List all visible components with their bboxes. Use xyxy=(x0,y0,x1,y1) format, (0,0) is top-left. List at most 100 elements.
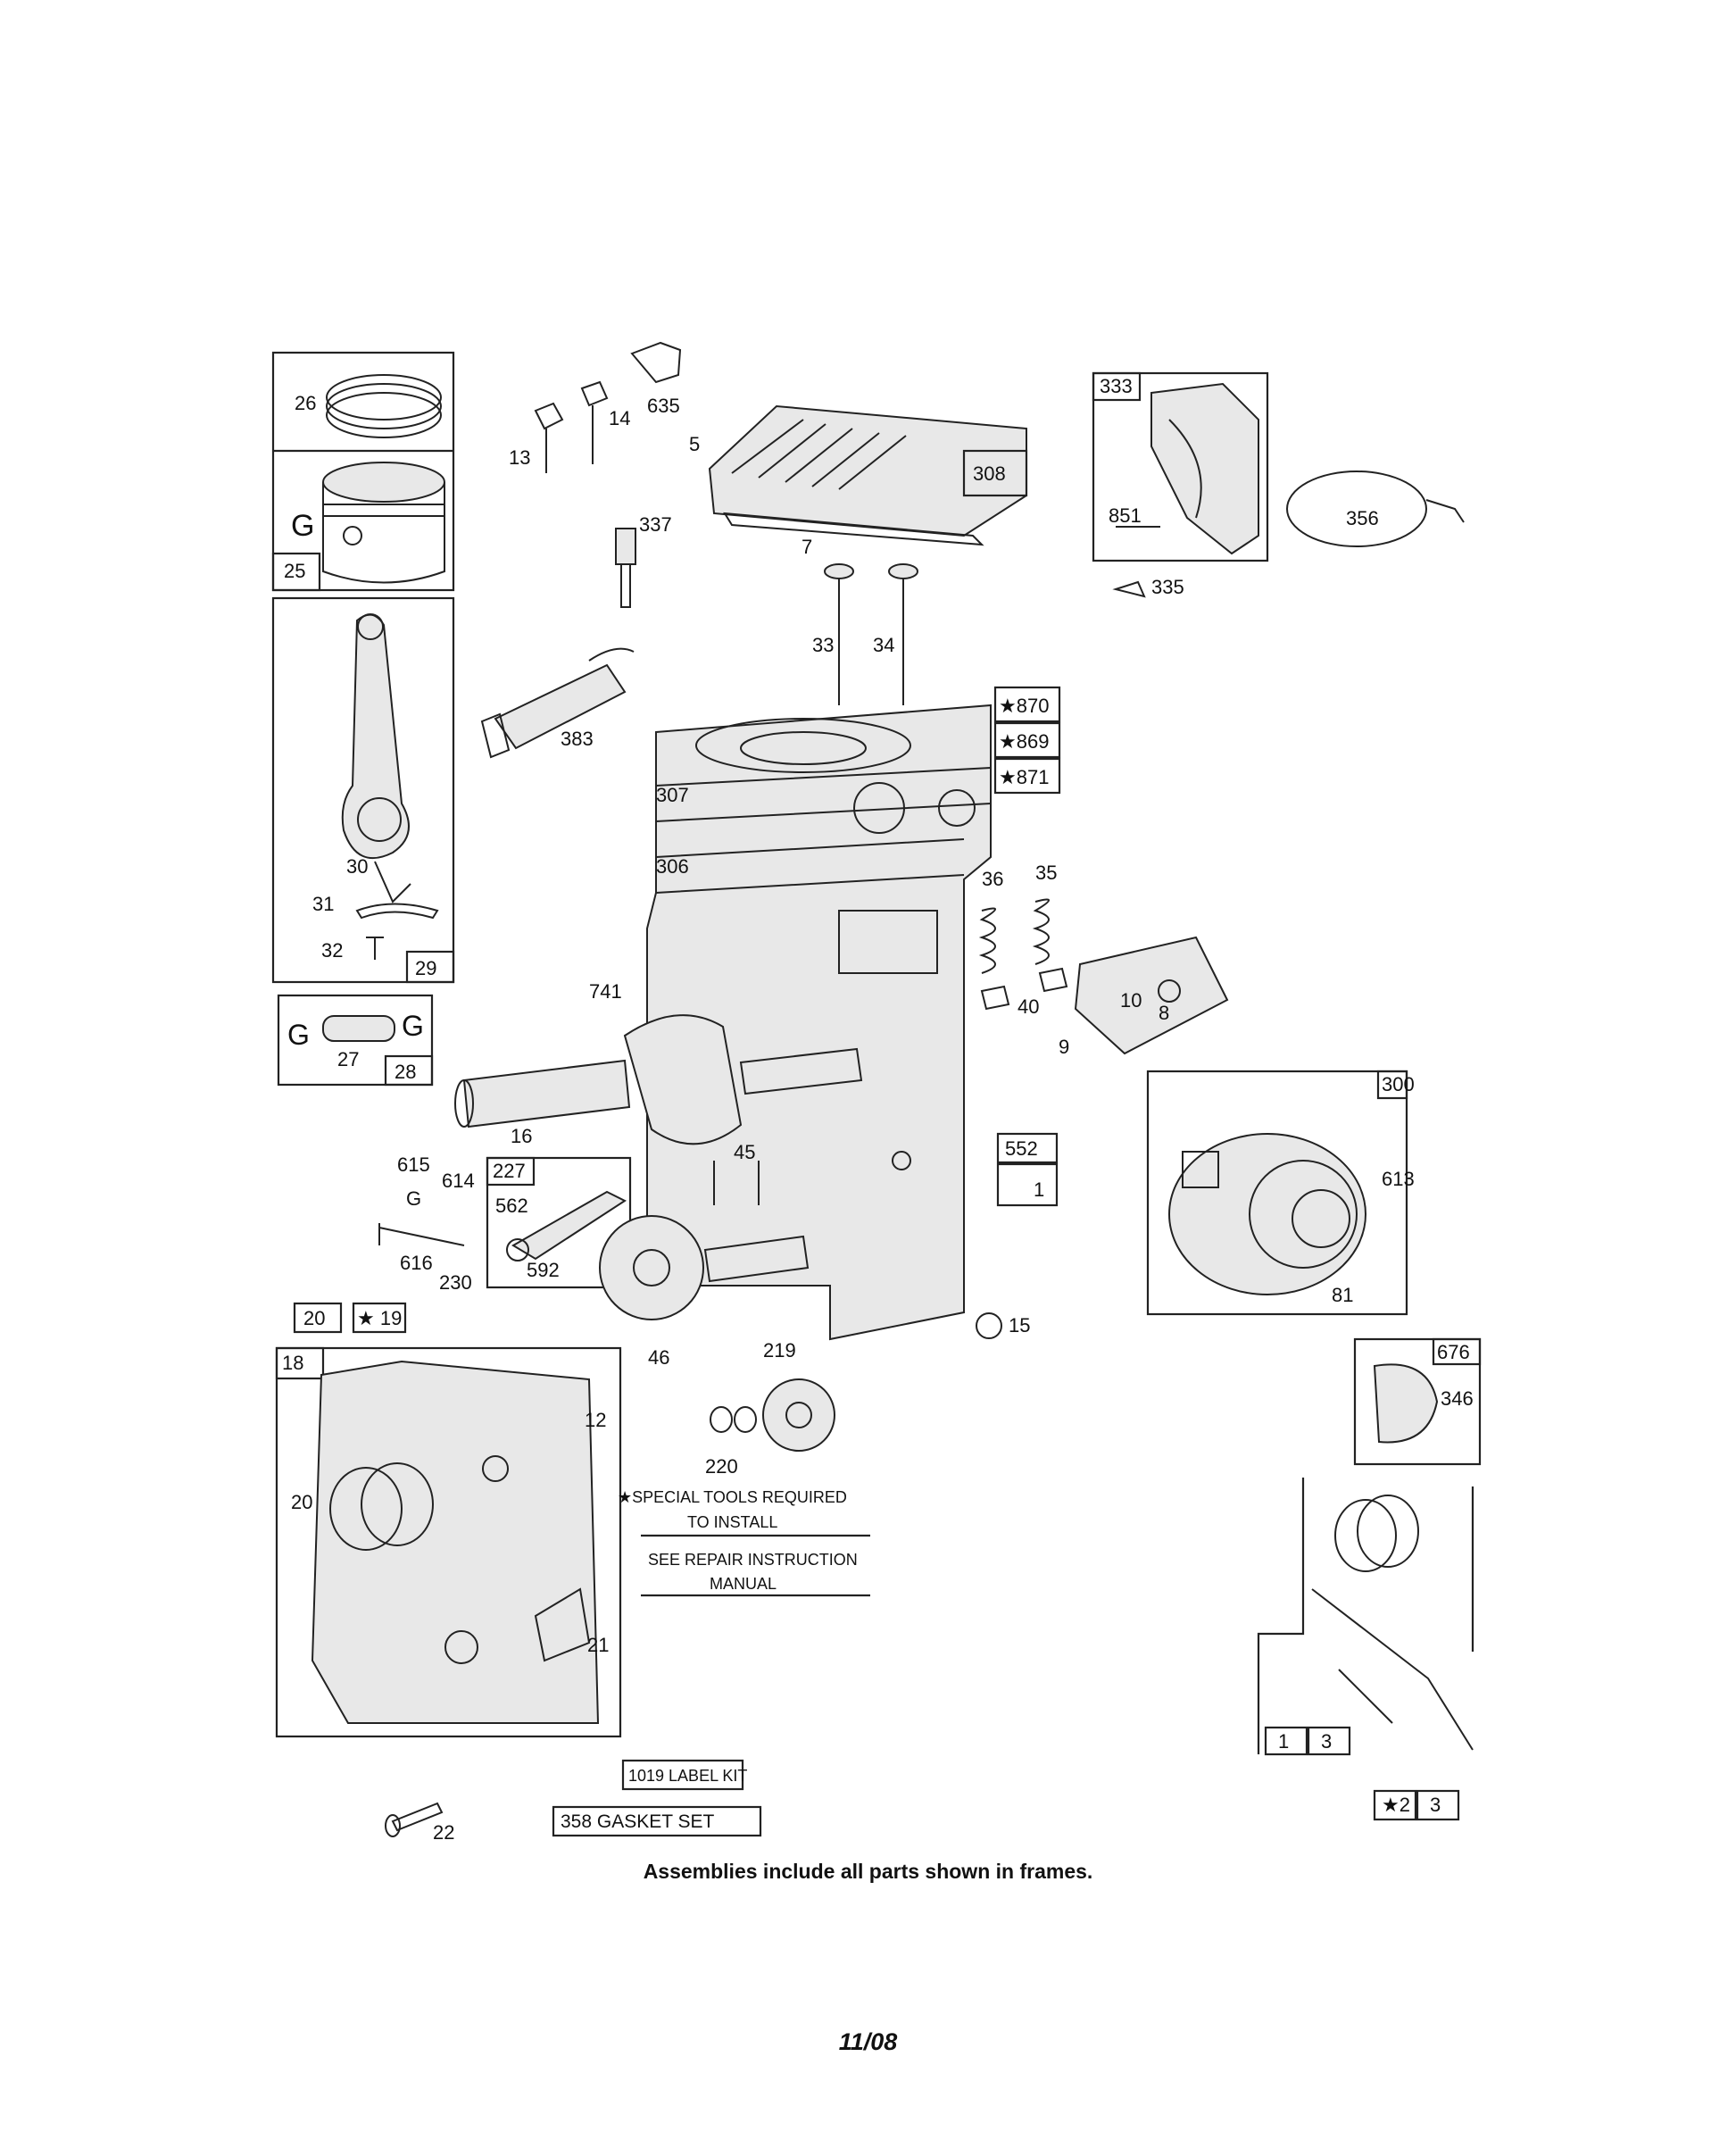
piston-pin-frame: G G 27 28 xyxy=(277,994,434,1087)
part-label-32: 32 xyxy=(321,939,343,962)
part-label-3-kit: 3 xyxy=(1430,1794,1441,1816)
piston-assembly-frame: 26 25 G xyxy=(271,351,455,592)
retainer-clip-right: G xyxy=(402,1010,424,1042)
part-label-46: 46 xyxy=(648,1346,669,1369)
part-label-20-box: 20 xyxy=(303,1307,325,1329)
part-label-333: 333 xyxy=(1100,375,1133,397)
part-label-34: 34 xyxy=(873,634,894,656)
part-label-30: 30 xyxy=(346,855,368,878)
part-label-5: 5 xyxy=(689,433,700,455)
clip-615: G xyxy=(406,1187,421,1210)
part-label-613: 613 xyxy=(1382,1168,1415,1190)
valves: 33 34 xyxy=(812,563,918,705)
special-tools-note-line2: TO INSTALL xyxy=(687,1513,777,1531)
gasket-set-box: 358 GASKET SET xyxy=(561,1811,715,1832)
assemblies-caption: Assemblies include all parts shown in fr… xyxy=(643,1860,1093,1883)
part-label-81: 81 xyxy=(1332,1284,1353,1306)
retainer-clip-left: G xyxy=(287,1019,310,1051)
part-label-1-seal: 1 xyxy=(1278,1730,1289,1753)
part-label-22: 22 xyxy=(433,1821,454,1844)
part-label-337: 337 xyxy=(639,513,672,536)
ignition-coil: 383 xyxy=(480,647,635,759)
part-label-35: 35 xyxy=(1035,862,1057,884)
part-label-10: 10 xyxy=(1120,989,1142,1012)
piston-grade-mark: G xyxy=(291,509,314,543)
part-label-26: 26 xyxy=(295,392,316,414)
cylinder-head: 5 308 7 xyxy=(689,404,1028,558)
part-label-8: 8 xyxy=(1159,1002,1169,1024)
crankcase-cover-frame: 20 ★ 19 18 12 20 21 xyxy=(275,1302,622,1738)
part-label-19: ★ 19 xyxy=(357,1307,402,1329)
see-repair-note-line2: MANUAL xyxy=(710,1575,777,1593)
armature-frame: 333 851 335 356 xyxy=(1092,371,1465,598)
part-label-1-block: 1 xyxy=(1034,1178,1044,1201)
connecting-rod-frame: 30 31 32 29 xyxy=(271,596,455,984)
crankshaft: 16 741 xyxy=(454,980,863,1147)
part-label-870: ★870 xyxy=(999,695,1049,717)
spark-plug: 337 xyxy=(615,513,672,608)
crank-gear: 219 220 xyxy=(705,1339,835,1478)
part-label-346: 346 xyxy=(1441,1387,1474,1410)
bolt-22: 22 xyxy=(385,1802,454,1844)
head-bolts: 13 14 xyxy=(509,380,630,473)
part-label-15: 15 xyxy=(1009,1314,1030,1336)
part-label-307: 307 xyxy=(656,784,689,806)
part-label-21: 21 xyxy=(587,1634,609,1656)
part-label-14: 14 xyxy=(609,407,630,429)
governor-frame: 227 562 592 615 614 G 616 230 xyxy=(378,1153,632,1294)
part-label-308: 308 xyxy=(973,462,1006,485)
revision-date: 11/08 xyxy=(838,2028,898,2055)
notes-block: ★SPECIAL TOOLS REQUIRED TO INSTALL SEE R… xyxy=(552,1488,870,1837)
part-label-7: 7 xyxy=(802,536,812,558)
part-label-592: 592 xyxy=(527,1259,560,1281)
part-label-28: 28 xyxy=(395,1061,416,1083)
part-label-2: ★2 xyxy=(1382,1794,1410,1816)
part-label-33: 33 xyxy=(812,634,834,656)
part-label-562: 562 xyxy=(495,1195,528,1217)
part-label-635: 635 xyxy=(647,395,680,417)
part-label-36: 36 xyxy=(982,868,1003,890)
part-label-356: 356 xyxy=(1346,507,1379,529)
part-label-16: 16 xyxy=(511,1125,532,1147)
part-label-335: 335 xyxy=(1151,576,1184,598)
see-repair-note-line1: SEE REPAIR INSTRUCTION xyxy=(648,1551,858,1569)
special-tools-note-line1: ★SPECIAL TOOLS REQUIRED xyxy=(618,1488,847,1506)
part-label-12: 12 xyxy=(585,1409,606,1431)
breather-cover: 10 8 9 xyxy=(1059,936,1229,1058)
label-kit-box: 1019 LABEL KIT xyxy=(628,1767,747,1785)
cylinder-block: 552 1 307 306 15 xyxy=(646,704,1059,1341)
part-label-3-seal: 3 xyxy=(1321,1730,1332,1753)
valve-springs: 36 35 40 xyxy=(978,862,1068,1018)
camshaft-gear: 45 46 xyxy=(599,1141,810,1369)
part-label-552: 552 xyxy=(1005,1137,1038,1160)
part-label-227: 227 xyxy=(493,1160,526,1182)
part-label-13: 13 xyxy=(509,446,530,469)
oil-slinger-frame: 676 346 xyxy=(1353,1337,1482,1466)
part-label-20-seal: 20 xyxy=(291,1491,312,1513)
part-label-230: 230 xyxy=(439,1271,472,1294)
part-label-306: 306 xyxy=(656,855,689,878)
flywheel-frame: 300 613 81 xyxy=(1146,1070,1415,1316)
part-label-676: 676 xyxy=(1437,1341,1470,1363)
part-label-18: 18 xyxy=(282,1352,303,1374)
breather-tube-635: 635 xyxy=(630,341,682,417)
part-label-25: 25 xyxy=(284,560,305,582)
part-label-219: 219 xyxy=(763,1339,796,1361)
gasket-kit-boxes: ★870 ★869 ★871 xyxy=(993,686,1061,795)
part-label-29: 29 xyxy=(415,957,436,979)
part-label-851: 851 xyxy=(1109,504,1142,527)
part-label-220: 220 xyxy=(705,1455,738,1478)
part-label-9: 9 xyxy=(1059,1036,1069,1058)
part-label-27: 27 xyxy=(337,1048,359,1070)
seal-partial-frame: 1 3 ★2 3 xyxy=(1257,1478,1474,1821)
part-label-741: 741 xyxy=(589,980,622,1003)
part-label-614: 614 xyxy=(442,1170,475,1192)
part-label-869: ★869 xyxy=(999,730,1049,753)
part-label-31: 31 xyxy=(312,893,334,915)
part-label-615: 615 xyxy=(397,1153,430,1176)
part-label-616: 616 xyxy=(400,1252,433,1274)
part-label-45: 45 xyxy=(734,1141,755,1163)
part-label-40: 40 xyxy=(1018,995,1039,1018)
part-label-871: ★871 xyxy=(999,766,1049,788)
